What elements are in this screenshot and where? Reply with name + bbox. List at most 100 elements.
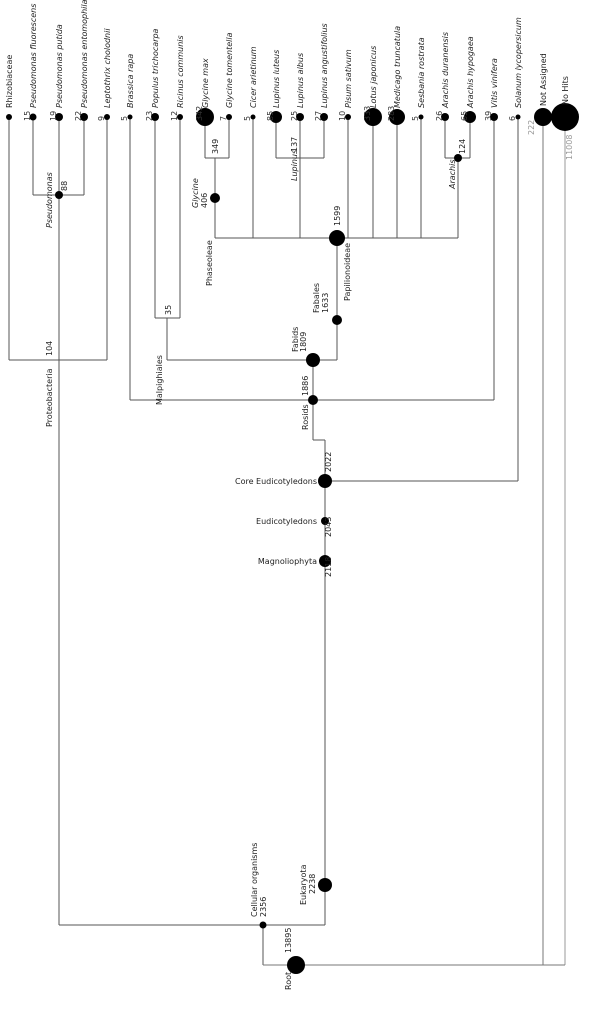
label-lupinus-count: 137 <box>290 137 299 152</box>
label-malpighiales-count: 35 <box>164 305 173 315</box>
node-eukaryota <box>318 878 332 892</box>
node-root <box>287 956 305 974</box>
leaf-name-lotus: Lotus japonicus <box>369 46 378 108</box>
leaf-name-populus: Populus trichocarpa <box>151 28 160 108</box>
label-root-count: 13895 <box>284 928 293 953</box>
leaf-node-lluteus <box>270 111 282 123</box>
label-magnoliophyta: Magnoliophyta <box>258 557 317 566</box>
leaf-count-lalbus: 25 <box>290 111 299 121</box>
leaf-count-lotus: 333 <box>363 106 372 121</box>
node-pseudomonas <box>55 191 63 199</box>
leaf-name-medicago: Medicago truncatula <box>393 26 402 108</box>
leaf-node-pentomophila <box>80 113 88 121</box>
node-core-eudicots <box>318 474 332 488</box>
leaf-node-solanum <box>515 114 521 120</box>
label-papilionoideae: Papilionoideae <box>343 243 352 301</box>
leaf-count-ahypogaea: 65 <box>460 111 469 121</box>
leaf-count-vitis: 39 <box>484 111 493 121</box>
leaf-name-lluteus: Lupinus luteus <box>272 50 281 108</box>
leaf-count-brassica: 5 <box>120 116 129 121</box>
leaf-node-gmax <box>196 108 214 126</box>
leaf-node-notassigned <box>534 108 552 126</box>
leaf-node-nohits <box>551 103 579 131</box>
leaf-name-sesbania: Sesbania rostrata <box>417 37 426 108</box>
leaf-name-ahypogaea: Arachis hypogaea <box>466 36 475 109</box>
label-arachis-count: 124 <box>458 139 467 154</box>
label-eudicots: Eudicotyledons <box>256 517 317 526</box>
leaf-node-rhizobiaceae <box>6 114 12 120</box>
leaf-count-ricinus: 12 <box>170 111 179 121</box>
label-glycine-count: 406 <box>200 193 209 208</box>
leaf-name-gmax: Glycine max <box>201 58 210 108</box>
label-fabales-count: 1633 <box>321 293 330 313</box>
leaf-name-rhizobiaceae: Rhizobiaceae <box>5 55 14 108</box>
leaf-name-pisum: Pisum sativum <box>344 49 353 108</box>
leaf-name-pputida: Pseudomonas putida <box>55 24 64 108</box>
leaf-count-langustifolius: 27 <box>314 111 323 121</box>
leaf-count-gmax: 342 <box>195 106 204 121</box>
leaf-node-medicago <box>389 109 405 125</box>
node-fabids <box>306 353 320 367</box>
node-arachis <box>454 154 462 162</box>
leaf-node-ricinus <box>177 114 183 120</box>
label-eukaryota: Eukaryota <box>299 864 308 905</box>
leaf-node-brassica <box>127 114 133 120</box>
label-pseudomonas: Pseudomonas <box>45 172 54 228</box>
leaf-count-pfluorescens: 15 <box>23 111 32 121</box>
leaf-count-notassigned: 222 <box>527 120 536 135</box>
leaf-count-nohits: 11008 <box>565 135 574 160</box>
node-magnoliophyta <box>319 555 331 567</box>
leaf-name-gtomentella: Glycine tomentella <box>225 32 234 108</box>
label-pseudomonas-count: 88 <box>60 181 69 191</box>
label-eudicots-count: 2043 <box>324 517 333 537</box>
leaf-count-medicago: 283 <box>387 106 396 121</box>
leaf-count-pisum: 10 <box>338 111 347 121</box>
leaf-node-pputida <box>55 113 63 121</box>
leaf-node-langustifolius <box>320 113 328 121</box>
node-papilionoideae <box>329 230 345 246</box>
leaf-node-gtomentella <box>226 114 232 120</box>
leaf-count-gtomentella: 7 <box>219 116 228 121</box>
leaf-count-populus: 23 <box>145 111 154 121</box>
leaf-name-langustifolius: Lupinus angustifolius <box>320 23 329 108</box>
leaf-name-brassica: Brassica rapa <box>126 54 135 108</box>
node-rosids <box>308 395 318 405</box>
leaf-name-notassigned: Not Assigned <box>539 53 548 106</box>
leaf-name-pentomophila: Pseudomonas entomophila <box>80 0 89 108</box>
node-fabales <box>332 315 342 325</box>
label-core-eudicots: Core Eudicotyledons <box>235 477 317 486</box>
label-papilionoideae-count: 1599 <box>333 206 342 226</box>
leaf-name-vitis: Vitis vinifera <box>490 58 499 108</box>
leaf-node-pfluorescens <box>29 113 37 121</box>
tree-edges <box>8 117 566 966</box>
node-eudicots <box>321 517 329 525</box>
label-root: Root <box>284 972 293 990</box>
label-fabids-count: 1809 <box>299 332 308 352</box>
leaf-count-pentomophila: 22 <box>74 111 83 121</box>
leaf-count-sesbania: 5 <box>411 116 420 121</box>
leaf-count-lluteus: 85 <box>266 111 275 121</box>
label-malpighiales: Malpighiales <box>155 355 164 405</box>
leaf-node-sesbania <box>418 114 424 120</box>
leaf-name-aduranensis: Arachis duranensis <box>441 32 450 109</box>
leaf-count-leptothrix: 9 <box>97 116 106 121</box>
leaf-node-lotus <box>364 108 382 126</box>
label-glycine-inner-count: 349 <box>211 139 220 154</box>
label-magnoliophyta-count: 2118 <box>324 557 333 577</box>
leaf-name-cicer: Cicer arietinum <box>249 46 258 108</box>
label-cellular-count: 2356 <box>259 897 268 917</box>
label-proteobacteria: Proteobacteria <box>45 368 54 427</box>
leaf-node-cicer <box>250 114 256 120</box>
leaf-node-aduranensis <box>441 113 449 121</box>
label-eukaryota-count: 2238 <box>308 874 317 894</box>
label-phaseoleae: Phaseoleae <box>205 240 214 286</box>
leaf-name-ricinus: Ricinus communis <box>176 35 185 108</box>
label-arachis: Arachis <box>448 159 457 190</box>
leaf-node-lalbus <box>296 113 304 121</box>
node-glycine <box>210 193 220 203</box>
leaf-name-nohits: No Hits <box>561 76 570 105</box>
label-rosids-count: 1886 <box>301 376 310 396</box>
leaf-count-solanum: 6 <box>508 116 517 121</box>
label-proteobacteria-count: 104 <box>45 341 54 356</box>
